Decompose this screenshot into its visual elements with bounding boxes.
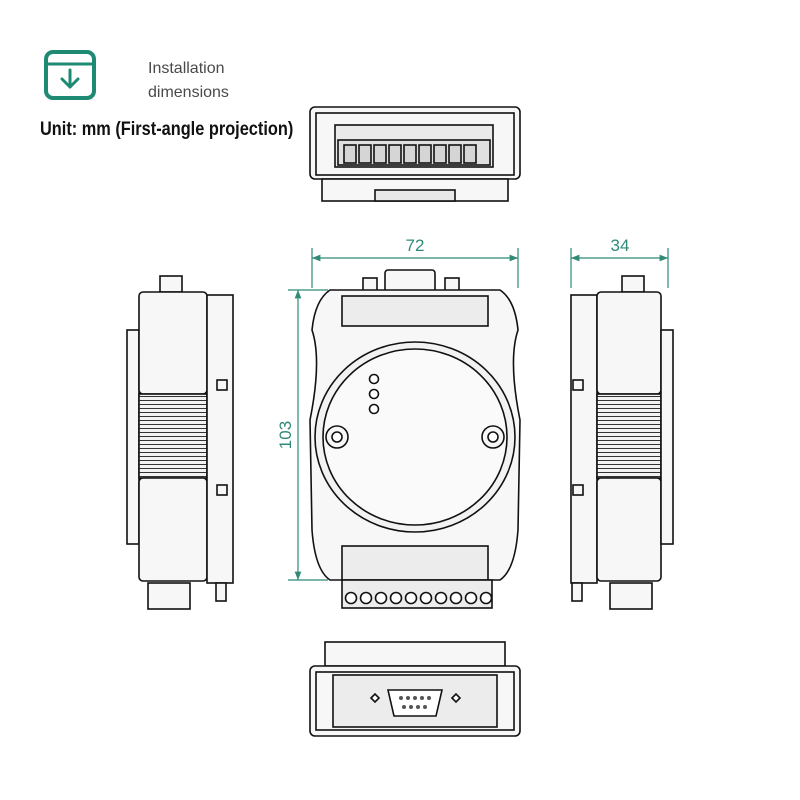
diagram-title: Installation dimensions	[148, 57, 229, 105]
download-box-icon	[44, 50, 96, 100]
top-view	[309, 106, 521, 202]
terminal-block-screws	[344, 591, 493, 605]
bottom-view	[309, 641, 521, 737]
unit-label: Unit: mm (First-angle projection)	[40, 119, 294, 140]
width-dimension	[311, 248, 519, 288]
right-side-view	[570, 275, 674, 610]
db9-connector	[369, 689, 462, 717]
top-terminal-screws	[343, 144, 477, 164]
led-indicators	[368, 373, 380, 415]
height-dimension	[288, 289, 328, 581]
title-line-1: Installation	[148, 60, 225, 77]
left-side-view	[126, 275, 234, 610]
mounting-hole-right	[481, 425, 505, 449]
depth-dimension	[570, 248, 669, 288]
depth-value: 34	[611, 236, 630, 255]
width-value: 72	[406, 236, 425, 255]
mounting-hole-left	[325, 425, 349, 449]
height-value: 103	[276, 421, 295, 449]
title-line-2: dimensions	[148, 84, 229, 101]
front-view	[309, 269, 521, 609]
